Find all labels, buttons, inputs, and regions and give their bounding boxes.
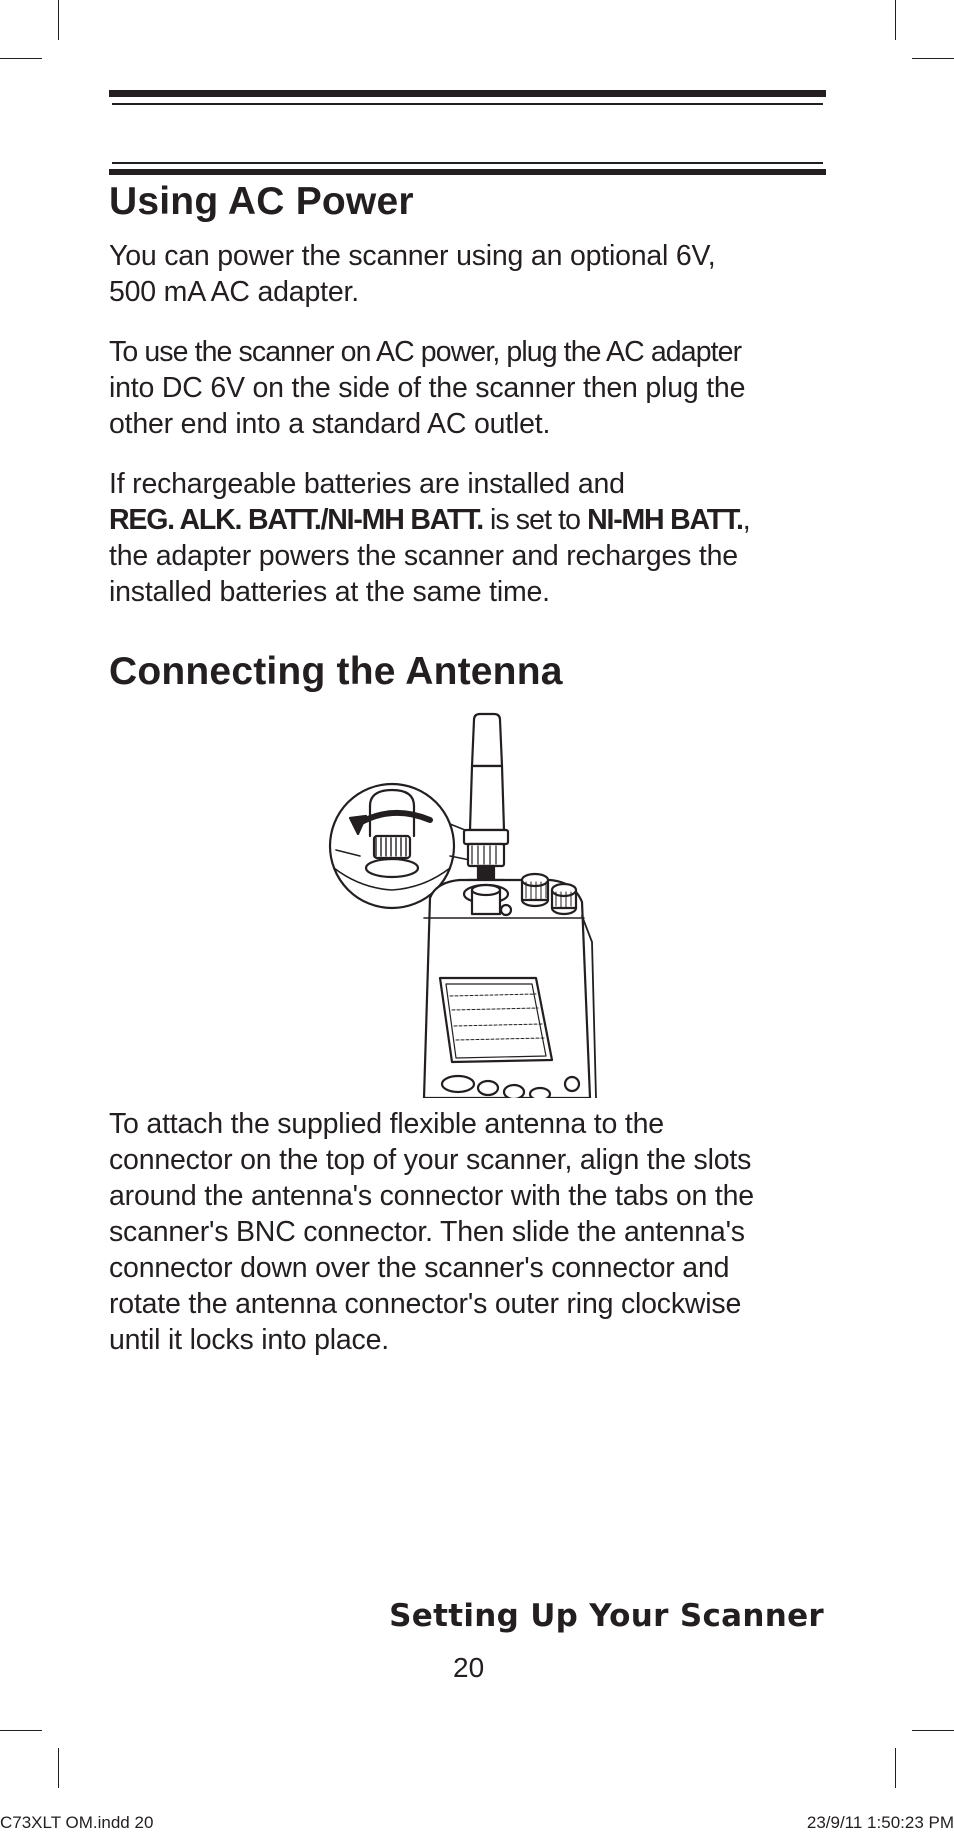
text-line: other end into a standard AC outlet. [109,408,551,440]
crop-mark [895,0,896,40]
section-heading-antenna: Connecting the Antenna [109,650,563,693]
text-line: until it locks into place. [109,1324,389,1356]
text-line: 500 mA AC adapter. [109,276,359,308]
crop-mark [912,58,954,59]
setting-nimh: NI-MH BATT. [587,504,744,536]
section-rule-thick [109,169,826,175]
setting-reg-alk: REG. ALK. BATT./NI-MH BATT. [109,504,484,536]
footer-section-title: Setting Up Your Scanner [389,1598,824,1634]
text-line: the adapter powers the scanner and recha… [109,540,738,572]
slug-filename: C73XLT OM.indd 20 [0,1813,154,1832]
text-line: installed batteries at the same time. [109,576,550,608]
text-line: scanner's BNC connector. Then slide the … [109,1216,745,1248]
section-rule-thin [112,162,823,164]
header-rule-thin [112,103,823,105]
text-fragment: is set to [482,504,588,536]
text-line: To use the scanner on AC power, plug the… [109,336,742,368]
text-line-setting: REG. ALK. BATT./NI-MH BATT. is set to NI… [109,502,829,538]
text-line: around the antenna's connector with the … [109,1180,754,1212]
text-line: connector down over the scanner's connec… [109,1252,730,1284]
crop-mark [0,1730,42,1731]
header-rule-thick [109,90,826,97]
crop-mark [912,1730,954,1731]
text-fragment: , [742,504,751,536]
text-line: into DC 6V on the side of the scanner th… [109,372,746,404]
text-line: If rechargeable batteries are installed … [109,468,625,500]
crop-mark [58,0,59,40]
text-line: To attach the supplied flexible antenna … [109,1108,664,1140]
slug-timestamp: 23/9/11 1:50:23 PM [806,1813,954,1832]
page-number: 20 [453,1652,485,1683]
section-heading-ac-power: Using AC Power [109,180,414,223]
paragraph-antenna-instructions: To attach the supplied flexible antenna … [109,1106,829,1358]
paragraph-ac-adapter: You can power the scanner using an optio… [109,238,829,310]
crop-mark [895,1748,896,1788]
text-line: connector on the top of your scanner, al… [109,1144,752,1176]
crop-mark [58,1748,59,1788]
paragraph-ac-usage: To use the scanner on AC power, plug the… [109,334,829,442]
antenna-connection-illustration [328,712,597,1098]
text-line: rotate the antenna connector's outer rin… [109,1288,742,1320]
crop-mark [0,58,42,59]
text-line: You can power the scanner using an optio… [109,240,716,272]
paragraph-rechargeable: If rechargeable batteries are installed … [109,466,829,610]
